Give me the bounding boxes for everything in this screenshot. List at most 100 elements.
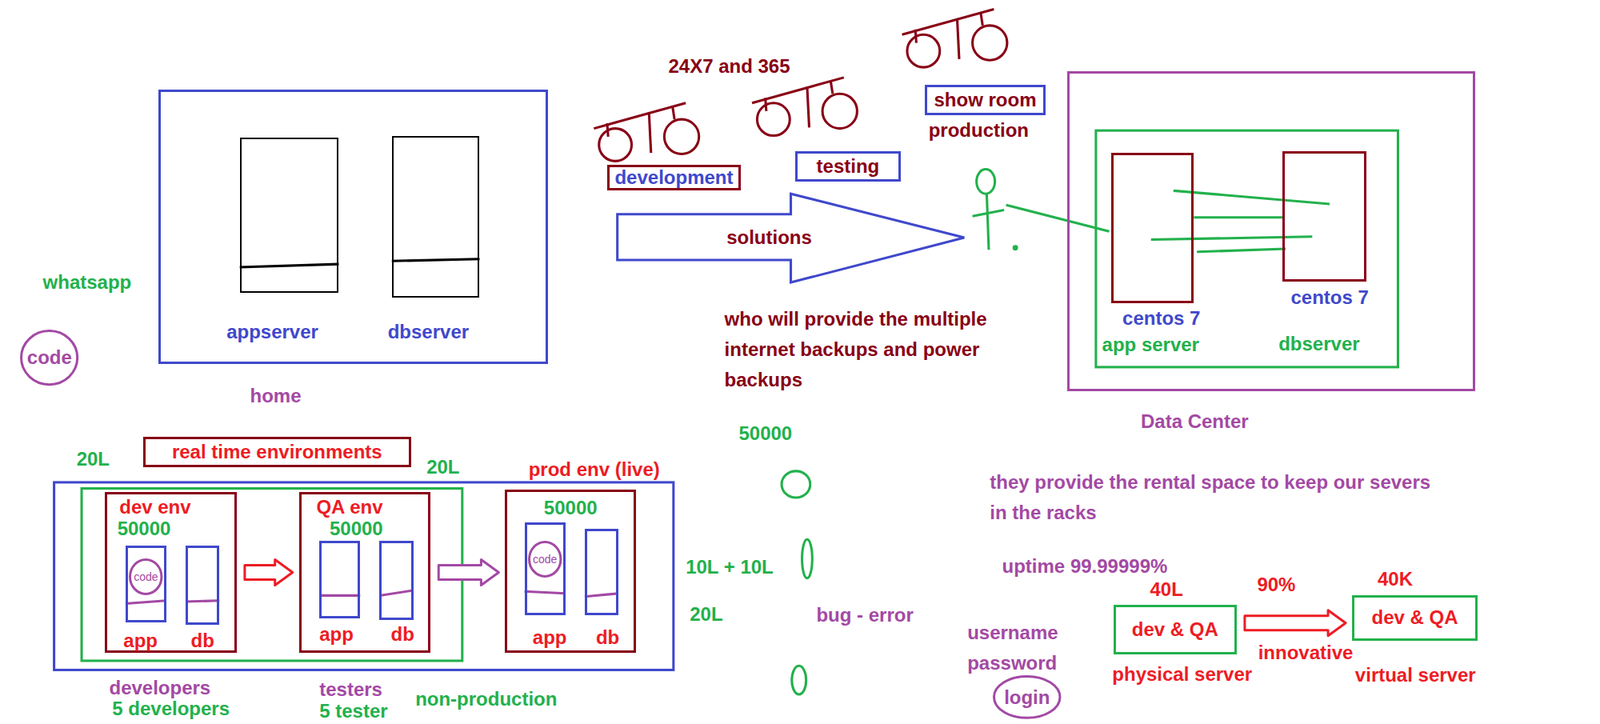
environment-box: codeappdbdev env50000 xyxy=(104,492,237,654)
stick xyxy=(607,123,608,137)
note-label: username xyxy=(967,623,1058,643)
stick xyxy=(980,12,984,26)
note-label: 40K xyxy=(1377,569,1413,589)
server-stripe xyxy=(379,590,413,596)
wire xyxy=(1196,248,1286,252)
stick xyxy=(915,29,916,44)
node-label: code xyxy=(532,553,557,565)
server-box: dbserver xyxy=(392,136,480,299)
stage-box: testing xyxy=(795,151,902,182)
wire xyxy=(1151,236,1313,240)
node-label: centos 7 xyxy=(1122,308,1200,328)
head xyxy=(976,169,996,195)
body xyxy=(986,193,989,250)
note-label: 40L xyxy=(1150,580,1184,600)
server-box: centos 7dbserver xyxy=(1282,151,1367,282)
node-label: app xyxy=(123,631,158,651)
wheel xyxy=(822,93,857,128)
server-box: dev & QAvirtual server xyxy=(1352,595,1478,641)
wheel xyxy=(599,128,632,162)
ellipse-outline-shape xyxy=(21,330,78,384)
node-label: appserver xyxy=(226,322,319,342)
stick xyxy=(956,18,960,60)
node-label: home xyxy=(249,386,301,406)
person-figure xyxy=(972,169,1110,251)
stick xyxy=(648,112,652,153)
note-label: who will provide the multiple internet b… xyxy=(724,304,1052,396)
wheel xyxy=(664,119,699,154)
server-stripe xyxy=(584,593,619,597)
note-label: 5 tester xyxy=(319,701,388,721)
node-label: app server xyxy=(1102,335,1200,355)
node-label: production xyxy=(928,120,1029,140)
note-label: uptime 99.99999% xyxy=(1002,556,1168,576)
solutions-block-arrow xyxy=(617,193,965,283)
node-label: 50000 xyxy=(329,519,384,539)
node-label: virtual server xyxy=(1355,665,1476,685)
node-label: db xyxy=(390,624,414,644)
bicycle xyxy=(902,8,1008,68)
stick xyxy=(807,86,810,128)
block-arrow xyxy=(1244,610,1346,636)
rack-box xyxy=(1096,130,1399,368)
server-stripe xyxy=(125,600,167,604)
server-stripes xyxy=(125,590,619,604)
code-circle: code xyxy=(128,558,163,596)
node-label: login xyxy=(1004,688,1050,708)
login-ellipse: login xyxy=(992,675,1061,720)
server-box: db xyxy=(584,528,619,616)
code-circle: code xyxy=(528,540,562,578)
stick xyxy=(765,97,767,112)
wheel xyxy=(972,25,1008,60)
access-line xyxy=(1006,204,1110,232)
location-box: appserverdbserverhome xyxy=(158,89,548,364)
note-label: whatsapp xyxy=(43,272,132,292)
node-label: dev & QA xyxy=(1132,620,1219,640)
code-circle: code xyxy=(20,329,79,386)
wheel xyxy=(756,103,790,136)
block-arrow xyxy=(244,560,293,586)
node-label: dbserver xyxy=(388,322,469,342)
network-wire xyxy=(1193,216,1283,219)
node-label: development xyxy=(614,168,733,188)
note-label: testers xyxy=(319,680,383,700)
node-label: centos 7 xyxy=(1291,288,1369,308)
server-box: centos 7app server xyxy=(1111,152,1194,304)
ellipse-outline-shape xyxy=(130,559,162,594)
note-label: 24X7 and 365 xyxy=(668,56,790,76)
wheel xyxy=(907,34,940,68)
note-label: 50000 xyxy=(738,424,792,444)
dot xyxy=(1013,246,1017,250)
note-label: 20L xyxy=(76,449,110,469)
block-arrow xyxy=(438,560,499,586)
node-label: 50000 xyxy=(544,498,598,518)
network-wires xyxy=(1151,190,1330,252)
note-label: they provide the rental space to keep ou… xyxy=(989,467,1444,528)
node-label: QA env xyxy=(316,497,383,517)
node-label: 50000 xyxy=(117,519,172,539)
ovals xyxy=(781,471,812,695)
note-label: 5 developers xyxy=(112,699,230,719)
bicycle xyxy=(752,77,857,136)
arms xyxy=(972,210,1005,217)
server-stripe xyxy=(392,259,480,262)
node-label: db xyxy=(191,631,215,651)
node-label: show room xyxy=(933,90,1036,110)
note-label: 10L + 10L xyxy=(685,557,774,577)
stick xyxy=(830,80,833,95)
note-label: 20L xyxy=(426,457,460,477)
node-label: prod env (live) xyxy=(528,460,660,480)
wire xyxy=(1173,190,1330,204)
note-label: 20L xyxy=(689,604,723,624)
non-production-group xyxy=(81,488,463,661)
note-label: 90% xyxy=(1256,575,1296,595)
note-label: solutions xyxy=(726,228,812,248)
environments-group xyxy=(54,482,674,671)
stage-box: development xyxy=(607,164,741,191)
server-stripe xyxy=(319,594,360,597)
node-label: app xyxy=(532,628,568,648)
server-box: codeapp xyxy=(524,522,566,616)
server-box: codeapp xyxy=(125,545,167,623)
oval xyxy=(781,471,811,498)
